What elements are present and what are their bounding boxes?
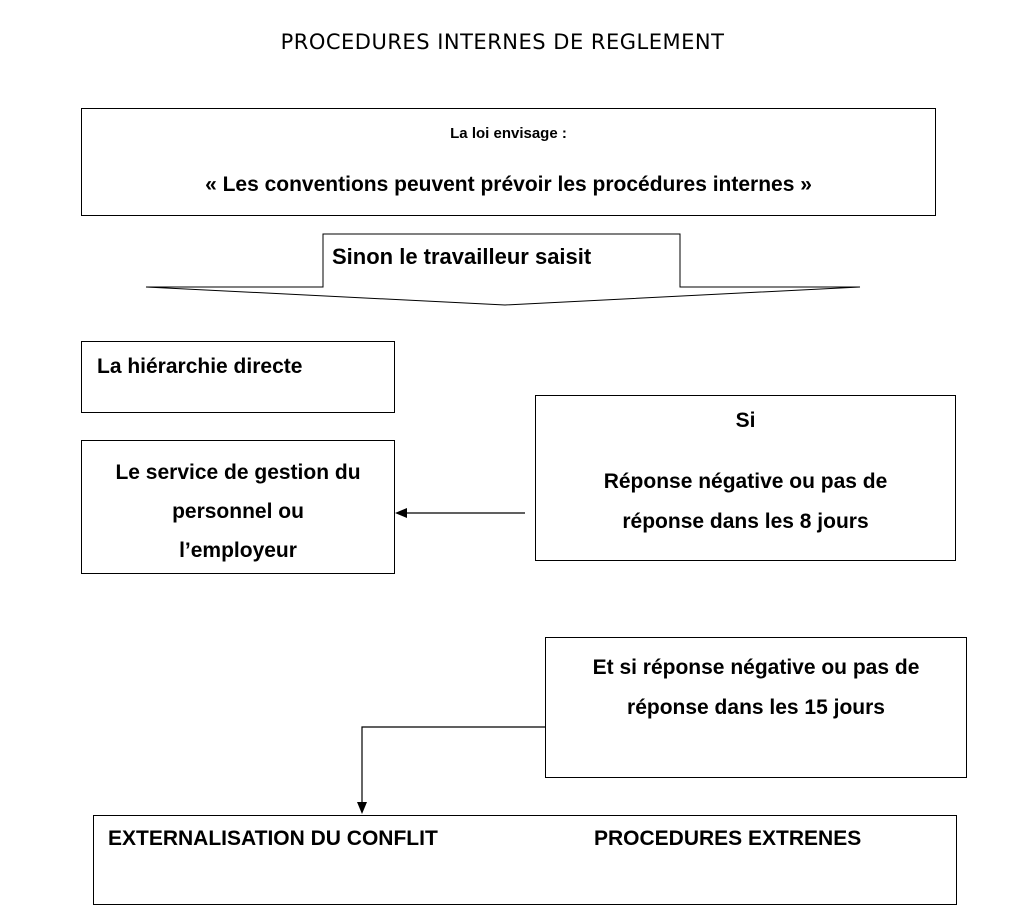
condition-15-days-line-2: réponse dans les 15 jours xyxy=(627,696,885,719)
condition-8-days-line-2: réponse dans les 8 jours xyxy=(622,510,869,533)
service-line-2: personnel ou xyxy=(172,500,304,523)
service-line-1: Le service de gestion du xyxy=(115,461,361,484)
hierarchy-label: La hiérarchie directe xyxy=(97,355,303,378)
arrow-label: Sinon le travailleur saisit xyxy=(332,244,592,269)
condition-8-days-line-1: Réponse négative ou pas de xyxy=(603,470,888,493)
condition-8-days-box: Si Réponse négative ou pas de réponse da… xyxy=(535,395,956,561)
outcome-externalisation: EXTERNALISATION DU CONFLIT xyxy=(108,827,438,850)
arrow-to-service-head xyxy=(395,508,407,518)
service-box: Le service de gestion du personnel ou l’… xyxy=(81,440,395,574)
service-line-3: l’employeur xyxy=(179,539,297,562)
condition-15-days-text: Et si réponse négative ou pas de réponse… xyxy=(554,648,958,728)
condition-15-days-line-1: Et si réponse négative ou pas de xyxy=(592,656,920,679)
arrow-to-outcome-head xyxy=(357,802,367,814)
service-label: Le service de gestion du personnel ou l’… xyxy=(92,453,384,570)
page-title: PROCEDURES INTERNES DE REGLEMENT xyxy=(280,30,725,54)
law-quote: « Les conventions peuvent prévoir les pr… xyxy=(205,173,812,196)
law-intro: La loi envisage : xyxy=(450,125,567,142)
condition-15-days-box: Et si réponse négative ou pas de réponse… xyxy=(545,637,967,778)
outcome-procedures: PROCEDURES EXTRENES xyxy=(594,827,862,850)
condition-8-days-text: Réponse négative ou pas de réponse dans … xyxy=(546,462,945,542)
hierarchy-box: La hiérarchie directe xyxy=(81,341,395,413)
outcome-box: EXTERNALISATION DU CONFLIT PROCEDURES EX… xyxy=(93,815,957,905)
condition-si: Si xyxy=(735,409,756,432)
law-box: La loi envisage : « Les conventions peuv… xyxy=(81,108,936,216)
arrow-to-outcome xyxy=(361,726,545,805)
